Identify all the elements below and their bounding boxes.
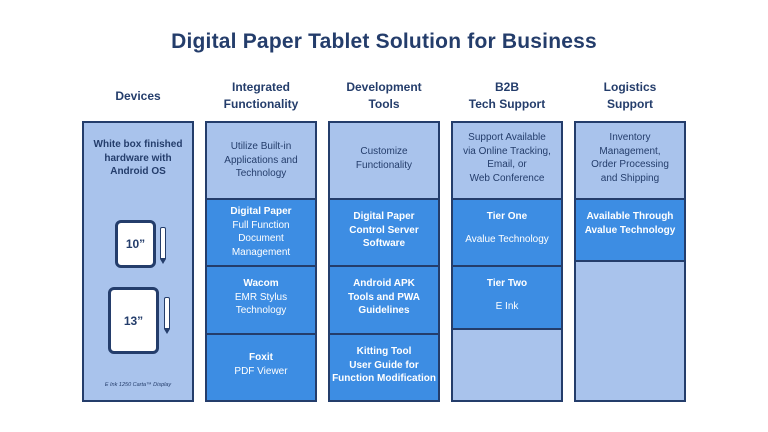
cell-title: Tier One — [486, 211, 528, 222]
cell-title: Digital Paper — [230, 206, 292, 217]
cell-title: Tier Two — [486, 278, 528, 289]
tier-one-cell: Tier One Avalue Technology — [453, 200, 561, 267]
android-apk-cell: Android APK Tools and PWA Guidelines — [330, 267, 438, 335]
tablet-13-icon: 13” — [108, 287, 159, 354]
cell-text: EMR Stylus Technology — [234, 291, 288, 317]
digital-paper-cell: Digital Paper Full Function Document Man… — [207, 200, 315, 267]
cell-text: Utilize Built-in Applications and Techno… — [224, 141, 298, 179]
tablet-13-label: 13” — [123, 313, 144, 328]
logistics-support-column: Inventory Management, Order Processing a… — [574, 121, 686, 402]
cell-text: Avalue Technology — [465, 233, 549, 245]
stylus-small-icon — [160, 227, 166, 264]
stylus-large-icon — [164, 297, 170, 334]
header-b2b-tech-support: B2B Tech Support — [468, 80, 546, 111]
kitting-tool-cell: Kitting Tool User Guide for Function Mod… — [330, 335, 438, 400]
header-logistics-support: Logistics Support — [603, 80, 657, 111]
integrated-intro-cell: Utilize Built-in Applications and Techno… — [207, 123, 315, 200]
devices-column: White box finished hardware with Android… — [82, 121, 194, 402]
cell-text: Full Function Document Management — [231, 219, 291, 258]
avalue-logistics-cell: Available Through Avalue Technology — [576, 200, 684, 262]
b2b-intro-cell: Support Available via Online Tracking, E… — [453, 123, 561, 200]
logistics-intro-cell: Inventory Management, Order Processing a… — [576, 123, 684, 200]
wacom-cell: Wacom EMR Stylus Technology — [207, 267, 315, 335]
foxit-cell: Foxit PDF Viewer — [207, 335, 315, 400]
tier-two-cell: Tier Two E Ink — [453, 267, 561, 330]
development-tools-column: Customize Functionality Digital Paper Co… — [328, 121, 440, 402]
development-intro-cell: Customize Functionality — [330, 123, 438, 200]
integrated-functionality-column: Utilize Built-in Applications and Techno… — [205, 121, 317, 402]
devices-description: White box finished hardware with Android… — [93, 139, 183, 177]
cell-title: Wacom — [243, 278, 279, 289]
logistics-empty-cell — [576, 262, 684, 400]
cell-title: Foxit — [249, 352, 273, 363]
header-integrated-functionality: Integrated Functionality — [223, 80, 299, 111]
cell-text: Inventory Management, Order Processing a… — [591, 132, 669, 184]
tablet-10-icon: 10” — [115, 220, 156, 268]
cell-text: E Ink — [495, 300, 519, 312]
cell-title: Available Through Avalue Technology — [584, 211, 676, 236]
cell-text: Support Available via Online Tracking, E… — [463, 132, 551, 184]
cell-title: Kitting Tool User Guide for Function Mod… — [332, 346, 436, 384]
b2b-empty-cell — [453, 330, 561, 400]
cell-text: PDF Viewer — [234, 365, 288, 377]
control-server-cell: Digital Paper Control Server Software — [330, 200, 438, 267]
b2b-tech-support-column: Support Available via Online Tracking, E… — [451, 121, 563, 402]
header-devices: Devices — [115, 88, 161, 103]
cell-text: Customize Functionality — [355, 146, 413, 171]
tablet-10-label: 10” — [125, 237, 146, 251]
page-title: Digital Paper Tablet Solution for Busine… — [171, 30, 597, 53]
header-development-tools: Development Tools — [346, 80, 422, 111]
cell-title: Digital Paper Control Server Software — [349, 211, 419, 249]
cell-title: Android APK Tools and PWA Guidelines — [347, 278, 421, 316]
display-caption: E Ink 1250 Carta™ Display — [104, 382, 172, 388]
